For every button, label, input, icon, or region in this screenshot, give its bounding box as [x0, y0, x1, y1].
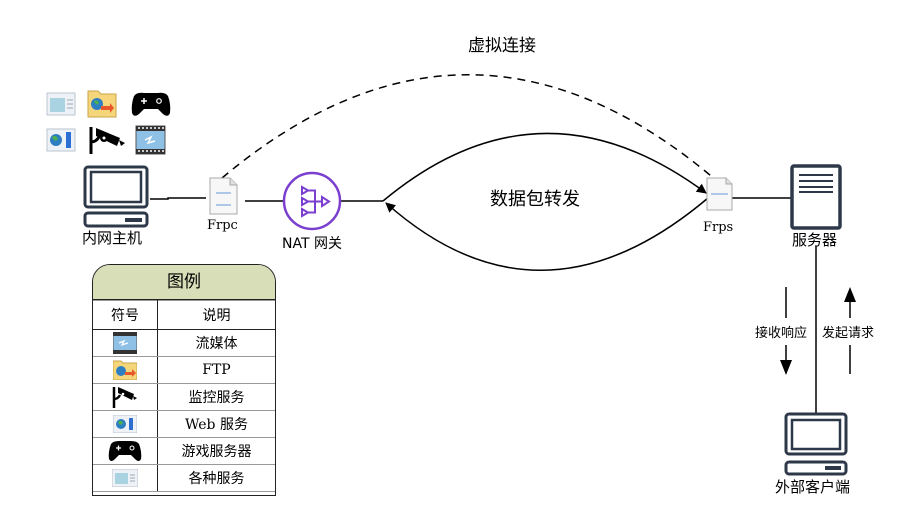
legend-row: 游戏服务器 [93, 437, 275, 465]
legend-title: 图例 [93, 265, 275, 300]
forward-arc-upper [382, 132, 707, 202]
gamepad-icon [131, 92, 171, 116]
legend-row: 监控服务 [93, 383, 275, 411]
frps-document-icon [706, 177, 733, 211]
intranet-host-label: 内网主机 [82, 229, 143, 247]
legend-row: 各种服务 [93, 464, 275, 492]
virtual-connection-label: 虚拟连接 [468, 36, 536, 56]
web-service-icon [46, 128, 76, 152]
frps-label: Frps [703, 220, 734, 235]
legend-table: 符号 说明 流媒体 FTP 监控服务 Web 服务 [93, 300, 275, 492]
nat-gateway-label: NAT 网关 [282, 236, 342, 252]
nat-gateway-icon [282, 171, 342, 231]
external-client-label: 外部客户端 [775, 478, 851, 496]
legend-row: 流媒体 [93, 329, 275, 357]
legend-label: FTP [157, 356, 275, 384]
send-request-arrowhead [844, 287, 856, 302]
receive-response-label: 接收响应 [755, 322, 808, 341]
gamepad-icon [108, 441, 142, 461]
frpc-label: Frpc [207, 218, 238, 233]
server-label: 服务器 [792, 231, 838, 249]
packet-forwarding-label: 数据包转发 [490, 189, 580, 210]
link-host-frpc [150, 197, 206, 200]
legend-header-symbol: 符号 [93, 300, 158, 330]
receive-response-arrowhead [780, 360, 792, 375]
generic-service-icon [112, 469, 138, 487]
legend-header-description: 说明 [157, 300, 275, 330]
virtual-connection-arc [221, 74, 718, 182]
ftp-folder-icon [87, 90, 117, 118]
send-request-label: 发起请求 [822, 322, 875, 341]
streaming-icon [113, 332, 137, 354]
generic-service-icon [46, 92, 76, 116]
streaming-icon [135, 125, 166, 155]
legend-panel: 图例 符号 说明 流媒体 FTP 监控服务 Web 服务 [92, 264, 276, 496]
surveillance-camera-icon [89, 127, 125, 154]
legend-label: 监控服务 [157, 383, 275, 411]
surveillance-camera-icon [112, 387, 137, 408]
legend-label: 流媒体 [157, 329, 275, 357]
forward-arc-lower [385, 197, 709, 271]
intranet-host-computer-icon [83, 165, 149, 228]
web-service-icon [113, 415, 137, 433]
legend-label: 游戏服务器 [157, 437, 275, 465]
frpc-document-icon [209, 177, 238, 215]
ftp-folder-icon [113, 360, 137, 380]
legend-header-row: 符号 说明 [93, 300, 275, 330]
legend-row: Web 服务 [93, 410, 275, 438]
external-client-computer-icon [784, 412, 848, 476]
legend-label: Web 服务 [157, 410, 275, 438]
legend-label: 各种服务 [157, 464, 275, 492]
legend-row: FTP [93, 356, 275, 384]
server-icon [790, 164, 842, 230]
